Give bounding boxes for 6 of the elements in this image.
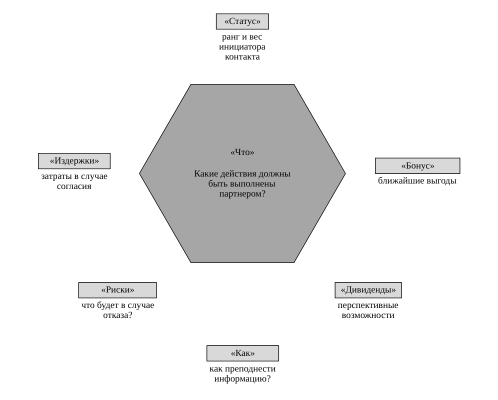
node-label: ранг и вес инициатора контакта <box>218 32 266 63</box>
node-label: что будет в случае отказа? <box>81 301 154 322</box>
node-label: затраты в случае согласия <box>41 172 108 192</box>
node-label: как преподнести информацию? <box>210 364 276 384</box>
node-label: ближайшие выгоды <box>378 176 457 187</box>
node-label: перспективные возможности <box>338 301 398 322</box>
